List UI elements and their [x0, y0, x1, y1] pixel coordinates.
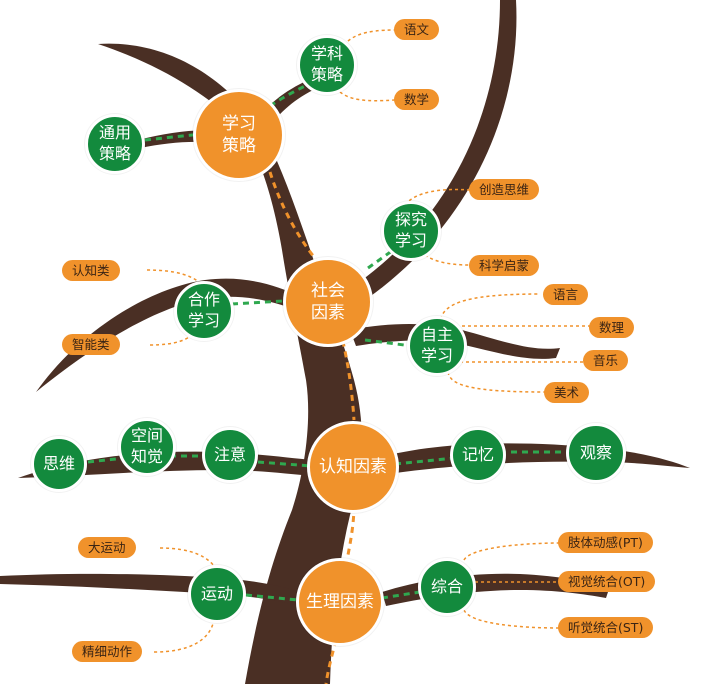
label-music: 音乐	[583, 350, 629, 371]
node-inquiry-learning: 探究 学习	[381, 201, 441, 261]
node-self-learning: 自主 学习	[407, 316, 467, 376]
tree-trunk	[245, 150, 362, 684]
node-memory: 记忆	[450, 427, 506, 483]
cognitive-factors-label: 认知因素	[319, 456, 387, 477]
label-science-enlightenment: 科学启蒙	[469, 255, 540, 276]
node-general-strategy: 通用 策略	[85, 114, 145, 174]
self-learning-label: 自主 学习	[420, 325, 453, 365]
node-subject-strategy: 学科 策略	[297, 35, 357, 95]
study-strategy-label: 学习 策略	[222, 113, 256, 156]
node-social-factors: 社会 因素	[283, 257, 373, 347]
label-cognition-type: 认知类	[62, 260, 120, 281]
node-cooperative-learning: 合作 学习	[174, 281, 234, 341]
branch-right-arc	[348, 0, 517, 305]
label-visual-integration: 视觉统合(OT)	[558, 571, 656, 592]
movement-label: 运动	[200, 583, 233, 603]
cooperative-learning-label: 合作 学习	[187, 290, 220, 330]
label-creative-thinking: 创造思维	[469, 179, 540, 200]
memory-label: 记忆	[461, 444, 494, 464]
node-integration: 综合	[418, 558, 476, 616]
integration-label: 综合	[430, 576, 463, 596]
node-observation: 观察	[566, 423, 626, 483]
branch-physio-left	[0, 573, 300, 606]
branch-cognitive-right	[385, 443, 690, 474]
branch-social-left	[36, 278, 300, 392]
subject-strategy-label: 学科 策略	[310, 44, 343, 84]
node-physiological-factors: 生理因素	[296, 558, 384, 646]
node-spatial-perception: 空间 知觉	[118, 418, 176, 476]
label-chinese: 语文	[394, 19, 440, 40]
social-factors-label: 社会 因素	[311, 280, 345, 323]
label-math-logic: 数理	[589, 317, 635, 338]
node-cognitive-factors: 认知因素	[307, 421, 399, 513]
node-thinking: 思维	[31, 436, 87, 492]
node-study-strategy: 学习 策略	[193, 89, 285, 181]
inquiry-learning-label: 探究 学习	[394, 210, 427, 250]
observation-label: 观察	[579, 442, 612, 462]
label-language: 语言	[543, 284, 589, 305]
label-math: 数学	[394, 89, 440, 110]
node-attention: 注意	[202, 427, 258, 483]
label-auditory-integration: 听觉统合(ST)	[558, 617, 654, 638]
label-fine-motor: 精细动作	[72, 641, 143, 662]
spatial-perception-label: 空间 知觉	[130, 426, 163, 466]
label-fine-arts: 美术	[544, 382, 590, 403]
physiological-factors-label: 生理因素	[306, 591, 374, 612]
thinking-label: 思维	[42, 453, 75, 473]
general-strategy-label: 通用 策略	[98, 123, 131, 163]
node-movement: 运动	[188, 565, 246, 623]
label-gross-motor: 大运动	[78, 537, 136, 558]
label-body-kinesthesia: 肢体动感(PT)	[558, 532, 653, 553]
attention-label: 注意	[213, 444, 246, 464]
label-intelligence-type: 智能类	[62, 334, 120, 355]
